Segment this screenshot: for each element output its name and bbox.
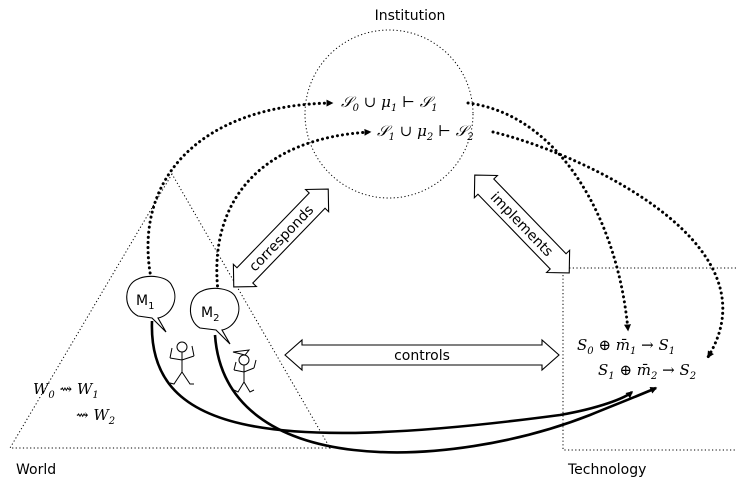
controls-double-arrow: controls [284, 338, 560, 372]
institution-label: Institution [375, 8, 446, 24]
world-label: World [16, 462, 56, 478]
institution-rule-1: 𝒮0 ∪ μ1 ⊢ 𝒮1 [341, 93, 438, 114]
m2-to-tech2-curve [213, 334, 658, 454]
implements-label: implements [487, 189, 556, 260]
person-figure-1 [169, 341, 195, 385]
world-triangle [9, 173, 331, 449]
technology-equation-1: S0 ⊕ m̄1 → S1 [577, 336, 675, 357]
corresponds-label: corresponds [246, 202, 317, 275]
person-figure-2 [232, 349, 257, 393]
corresponds-double-arrow: corresponds [232, 188, 330, 288]
technology-equation-2: S1 ⊕ m̄2 → S2 [598, 361, 696, 382]
m2-label: M2 [201, 305, 219, 324]
m1-label: M1 [136, 293, 154, 312]
rule1-to-tech1-arrow [466, 101, 631, 332]
world-equation-2: ⇝ W2 [76, 406, 115, 427]
m2-to-rule2-arrow [215, 128, 372, 293]
institution-circle [304, 29, 474, 199]
m1-bubble: M1 [126, 275, 176, 333]
implements-double-arrow: implements [473, 174, 571, 274]
m1-to-rule1-arrow [146, 99, 334, 285]
controls-label: controls [394, 348, 450, 364]
technology-box [562, 267, 736, 451]
m2-bubble: M2 [189, 287, 240, 345]
world-equation-1: W0 ⇝ W1 [33, 380, 99, 401]
m1-to-tech1-curve [150, 320, 634, 435]
technology-label: Technology [567, 462, 646, 478]
institution-rule-2: 𝒮1 ∪ μ2 ⊢ 𝒮2 [377, 122, 474, 143]
rule2-to-tech2-arrow [491, 130, 725, 359]
